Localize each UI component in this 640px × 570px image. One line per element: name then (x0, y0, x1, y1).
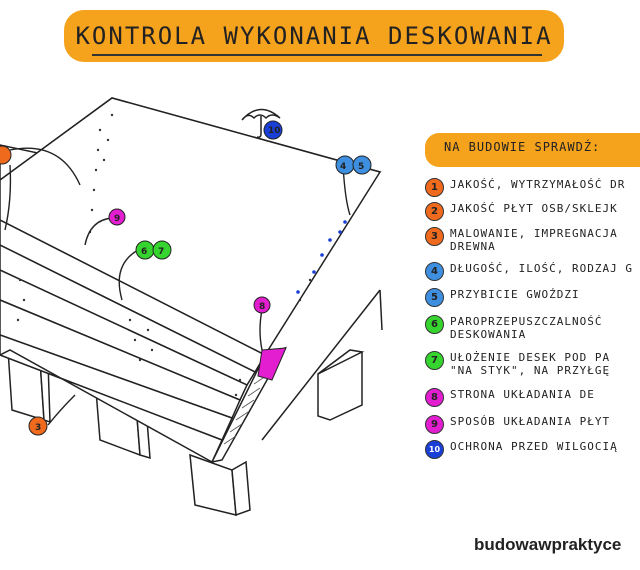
blue-nail-dots (296, 220, 347, 294)
svg-text:5: 5 (358, 162, 364, 172)
item-number: 6 (425, 315, 444, 334)
rafters (7, 289, 383, 517)
item-number: 4 (425, 262, 444, 281)
item-number: 10 (425, 440, 444, 459)
item-text: STRONA UKŁADANIA DE (450, 388, 595, 401)
svg-text:6: 6 (141, 247, 147, 257)
boards (0, 219, 287, 464)
bubble-8: 8 (253, 296, 271, 314)
item-text: JAKOŚĆ PŁYT OSB/SKLEJK (450, 202, 618, 215)
checklist-item: 3 MALOWANIE, IMPREGNACJA DREWNA (425, 227, 618, 253)
svg-text:9: 9 (114, 214, 120, 224)
bubble-3: 3 (28, 416, 48, 436)
svg-text:8: 8 (259, 302, 265, 312)
item-number: 8 (425, 388, 444, 407)
checklist-item: 7 UŁOŻENIE DESEK POD PA "NA STYK", NA PR… (425, 351, 610, 377)
magenta-strip (257, 347, 287, 381)
checklist-item: 5 PRZYBICIE GWOŹDZI (425, 288, 580, 307)
checklist-header-box (425, 133, 640, 167)
checklist-item: 1 JAKOŚĆ, WYTRZYMAŁOŚĆ DR (425, 178, 625, 197)
osb-sheet (0, 97, 382, 356)
title-banner: KONTROLA WYKONANIA DESKOWANIA (64, 10, 564, 62)
item-text: UŁOŻENIE DESEK POD PA "NA STYK", NA PRZY… (450, 351, 611, 377)
title-underline (92, 54, 542, 56)
item-number: 2 (425, 202, 444, 221)
item-number: 5 (425, 288, 444, 307)
item-number: 3 (425, 227, 444, 246)
footer-brand: budowawpraktyce (474, 535, 622, 554)
item-number: 9 (425, 415, 444, 434)
item-number: 1 (425, 178, 444, 197)
svg-text:4: 4 (340, 162, 346, 172)
svg-text:7: 7 (158, 247, 164, 257)
item-text: OCHRONA PRZED WILGOCIĄ (450, 440, 618, 453)
item-text: DŁUGOŚĆ, ILOŚĆ, RODZAJ G (450, 262, 633, 275)
checklist-item: 4 DŁUGOŚĆ, ILOŚĆ, RODZAJ G (425, 262, 633, 281)
checklist-item: 9 SPOSÓB UKŁADANIA PŁYT (425, 415, 610, 434)
bubble-10: 10 (263, 120, 283, 140)
item-text: PAROPRZEPUSZCZALNOŚĆ DESKOWANIA (450, 315, 603, 341)
checklist-item: 2 JAKOŚĆ PŁYT OSB/SKLEJK (425, 202, 618, 221)
svg-text:10: 10 (268, 126, 281, 136)
checklist-item: 6 PAROPRZEPUSZCZALNOŚĆ DESKOWANIA (425, 315, 602, 341)
item-text: PRZYBICIE GWOŹDZI (450, 288, 580, 301)
item-text: MALOWANIE, IMPREGNACJA DREWNA (450, 227, 618, 253)
page-title: KONTROLA WYKONANIA DESKOWANIA (75, 22, 553, 50)
bubble-edge (0, 145, 12, 165)
checklist-item: 8 STRONA UKŁADANIA DE (425, 388, 595, 407)
item-number: 7 (425, 351, 444, 370)
checklist-item: 10 OCHRONA PRZED WILGOCIĄ (425, 440, 618, 459)
checklist-header: NA BUDOWIE SPRAWDŹ: (444, 140, 601, 154)
leader-arrows (4, 147, 351, 426)
item-text: JAKOŚĆ, WYTRZYMAŁOŚĆ DR (450, 178, 626, 191)
svg-text:3: 3 (35, 423, 41, 433)
bubble-9: 9 (108, 208, 126, 226)
nail-dots (16, 113, 312, 397)
item-text: SPOSÓB UKŁADANIA PŁYT (450, 415, 611, 428)
umbrella-icon (241, 108, 281, 138)
